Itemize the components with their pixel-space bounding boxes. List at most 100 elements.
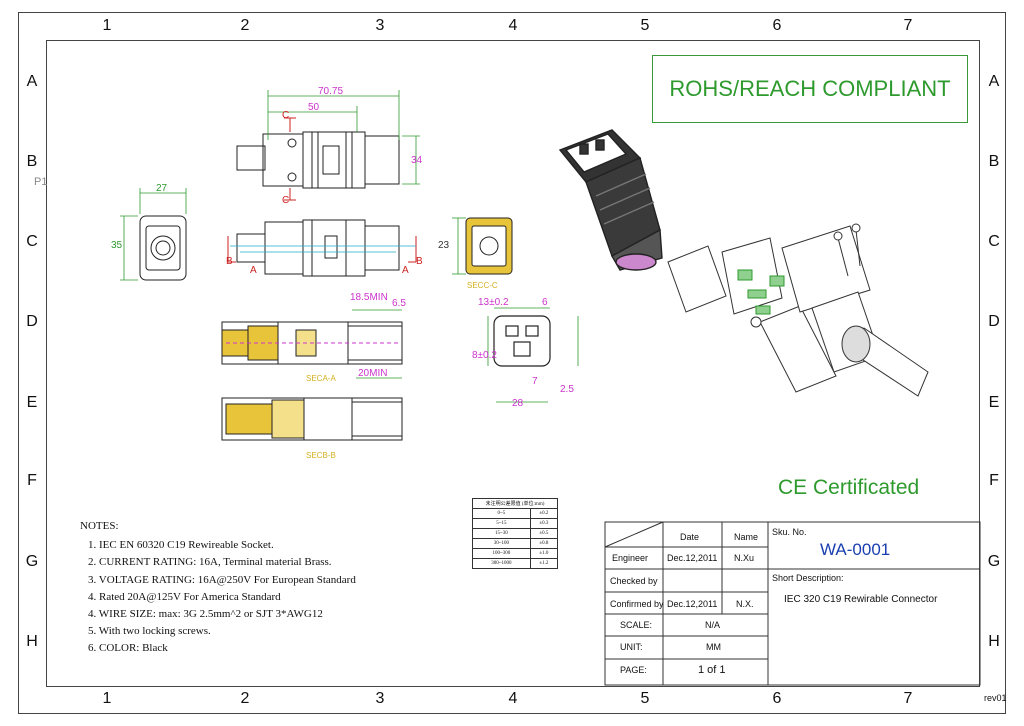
tb-unit-value: MM	[706, 642, 721, 652]
zone-row-left-H: H	[26, 633, 38, 650]
zone-col-bottom-7: 7	[903, 690, 913, 707]
tb-header-date: Date	[680, 532, 700, 542]
zone-col-top-5: 5	[640, 17, 650, 34]
section-a-a	[221, 321, 403, 365]
section-a-a-caption: SECA-A	[306, 374, 336, 383]
zone-row-right-B: B	[988, 153, 1000, 170]
tb-engineer-date: Dec.12,2011	[667, 553, 718, 563]
table-cell: ±0.2	[529, 508, 559, 519]
section-c-c-caption: SECC-C	[467, 281, 498, 290]
sheet-marker: P1	[34, 176, 48, 188]
zone-row-right-H: H	[988, 633, 1000, 650]
section-label-c-top: C	[282, 110, 290, 121]
tb-page-label: PAGE:	[620, 665, 647, 675]
zone-row-left-A: A	[26, 73, 38, 90]
dim-2-54: 2.5	[560, 384, 574, 395]
zone-row-right-D: D	[988, 313, 1000, 330]
zone-col-bottom-2: 2	[240, 690, 250, 707]
dim-8: 8±0.2	[472, 350, 497, 361]
end-view	[139, 215, 187, 281]
zone-row-left-D: D	[26, 313, 38, 330]
dim-13: 13±0.2	[478, 297, 509, 308]
zone-row-left-G: G	[25, 553, 39, 570]
table-row: 15~30±0.5	[472, 528, 559, 539]
section-c-c	[465, 217, 513, 275]
zone-row-left-E: E	[26, 394, 38, 411]
section-b-b	[221, 397, 403, 441]
revision-label: rev01	[984, 693, 1007, 703]
table-row: 5~15±0.3	[472, 518, 559, 529]
tb-confirmed-name: N.X.	[736, 599, 754, 609]
tb-unit-label: UNIT:	[620, 642, 643, 652]
dim-width: 27	[156, 183, 168, 194]
exploded-view	[667, 223, 929, 397]
dim-height: 34	[411, 155, 423, 166]
zone-col-top-1: 1	[102, 17, 112, 34]
table-row: 30~100±0.8	[472, 538, 559, 549]
zone-col-top-3: 3	[375, 17, 385, 34]
table-row: 0~5±0.2	[472, 508, 559, 519]
tb-page-value: 1 of 1	[698, 664, 726, 676]
section-b-b-caption: SECB-B	[306, 451, 336, 460]
table-row: 100~300±1.0	[472, 548, 559, 559]
note-item: 2. CURRENT RATING: 16A, Terminal materia…	[88, 556, 332, 569]
note-item: 5. With two locking screws.	[88, 625, 211, 638]
table-cell: ±1.0	[529, 548, 559, 559]
ce-certificated-label: CE Certificated	[778, 476, 920, 499]
iso-connector-view	[558, 129, 663, 271]
zone-col-bottom-5: 5	[640, 690, 650, 707]
table-row: 300~1000±1.2	[472, 558, 559, 569]
table-cell: 300~1000	[472, 558, 531, 569]
drawing-area	[46, 40, 980, 687]
note-item: 4. Rated 20A@125V For America Standard	[88, 590, 281, 603]
dim-28: 28	[512, 398, 524, 409]
tolerance-title: 未注明公差限值 (单位:mm)	[472, 498, 558, 509]
zone-col-bottom-4: 4	[508, 690, 518, 707]
zone-col-top-6: 6	[772, 17, 782, 34]
zone-col-bottom-1: 1	[102, 690, 112, 707]
title-block-grid	[604, 521, 981, 686]
drawing-frame	[18, 12, 1006, 714]
zone-row-left-F: F	[27, 472, 37, 489]
zone-row-right-C: C	[988, 233, 1000, 250]
tb-engineer-name: N.Xu	[734, 553, 755, 563]
table-cell: ±0.3	[529, 518, 559, 529]
section-label-b-right: B	[416, 256, 423, 267]
tb-desc-label: Short Description:	[772, 573, 844, 583]
table-cell: ±0.8	[529, 538, 559, 549]
section-label-a-left: A	[250, 265, 257, 276]
rohs-compliance-box: ROHS/REACH COMPLIANT	[652, 55, 968, 123]
table-cell: 100~300	[472, 548, 531, 559]
side-view	[236, 219, 400, 277]
tb-engineer-label: Engineer	[612, 553, 649, 563]
table-cell: 30~100	[472, 538, 531, 549]
tb-sku-label: Sku. No.	[772, 527, 807, 537]
front-face-view	[493, 315, 551, 367]
dim-min-18: 18.5MIN	[350, 292, 388, 303]
notes-heading: NOTES:	[80, 520, 119, 532]
zone-row-right-F: F	[989, 472, 999, 489]
table-cell: ±0.5	[529, 528, 559, 539]
dim-min-20: 20MIN	[358, 368, 388, 379]
zone-col-top-7: 7	[903, 17, 913, 34]
zone-row-left-C: C	[26, 233, 38, 250]
tb-scale-label: SCALE:	[620, 620, 653, 630]
top-view	[236, 131, 400, 189]
dim-overall-length: 70.75	[318, 86, 344, 97]
note-item: 1. IEC EN 60320 C19 Rewireable Socket.	[88, 539, 274, 552]
table-cell: 5~15	[472, 518, 531, 529]
zone-col-top-4: 4	[508, 17, 518, 34]
zone-col-bottom-3: 3	[375, 690, 385, 707]
zone-row-left-B: B	[26, 153, 38, 170]
dim-6: 6	[542, 297, 548, 308]
zone-col-bottom-6: 6	[772, 690, 782, 707]
tb-checked-label: Checked by	[610, 576, 658, 586]
tolerance-table: 未注明公差限值 (单位:mm) 0~5±0.2 5~15±0.3 15~30±0…	[472, 498, 559, 569]
tb-sku-value: WA-0001	[820, 540, 891, 559]
zone-row-right-G: G	[987, 553, 1001, 570]
section-label-c-bottom: C	[282, 195, 290, 206]
note-item: 6. COLOR: Black	[88, 642, 168, 655]
dim-6-5: 6.5	[392, 298, 406, 309]
note-item: 3. VOLTAGE RATING: 16A@250V For European…	[88, 573, 356, 586]
